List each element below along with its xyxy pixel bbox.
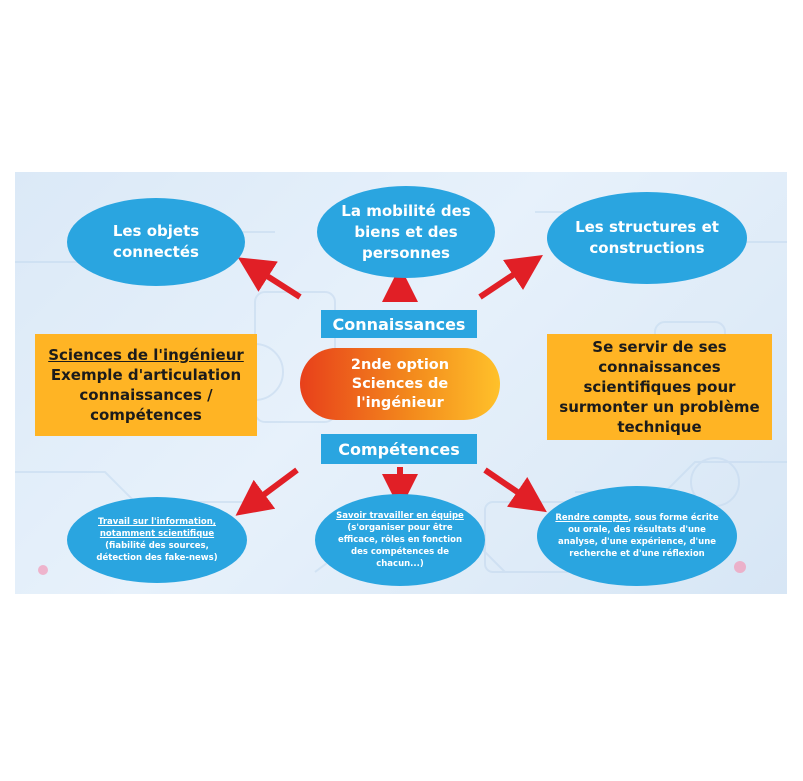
node-information-body: (fiabilité des sources, détection des fa… — [96, 541, 218, 563]
node-mobilite-label: La mobilité des biens et des personnes — [341, 201, 471, 262]
node-equipe-title: Savoir travailler en équipe — [336, 511, 464, 521]
node-objets-connectes: Les objets connectés — [67, 198, 245, 286]
node-mobilite: La mobilité des biens et des personnes — [317, 186, 495, 278]
node-rendre-title: Rendre compte — [555, 513, 629, 523]
node-information-title: Travail sur l'information, notamment sci… — [97, 517, 217, 539]
center-node: 2nde option Sciences de l'ingénieur — [300, 348, 500, 420]
left-info-box: Sciences de l'ingénieur Exemple d'articu… — [35, 334, 257, 436]
node-equipe-body: (s'organiser pour être efficace, rôles e… — [337, 523, 462, 569]
arrow-to-objets — [237, 257, 302, 300]
left-box-body: Exemple d'articulation connaissances / c… — [50, 366, 242, 424]
node-objets-label: Les objets connectés — [112, 222, 200, 261]
arrow-to-information — [235, 467, 299, 516]
right-info-box: Se servir de ses connaissances scientifi… — [547, 334, 772, 440]
node-equipe: Savoir travailler en équipe (s'organiser… — [315, 494, 485, 586]
connaissances-band: Connaissances — [321, 310, 477, 338]
node-structures-label: Les structures et constructions — [575, 218, 719, 257]
arrow-to-rendre — [483, 467, 547, 513]
connaissances-label: Connaissances — [332, 314, 466, 334]
competences-label: Compétences — [338, 439, 460, 459]
left-box-title: Sciences de l'ingénieur — [48, 346, 244, 364]
center-label: 2nde option Sciences de l'ingénieur — [350, 356, 450, 411]
diagram-panel: Les objets connectés La mobilité des bie… — [15, 172, 787, 594]
node-information: Travail sur l'information, notamment sci… — [67, 497, 247, 583]
node-rendre-body: , sous forme écrite ou orale, des résult… — [557, 513, 719, 559]
node-rendre-compte: Rendre compte, sous forme écrite ou oral… — [537, 486, 737, 586]
right-box-text: Se servir de ses connaissances scientifi… — [559, 338, 760, 436]
node-structures: Les structures et constructions — [547, 192, 747, 284]
competences-band: Compétences — [321, 434, 477, 464]
arrow-to-structures — [478, 255, 543, 300]
